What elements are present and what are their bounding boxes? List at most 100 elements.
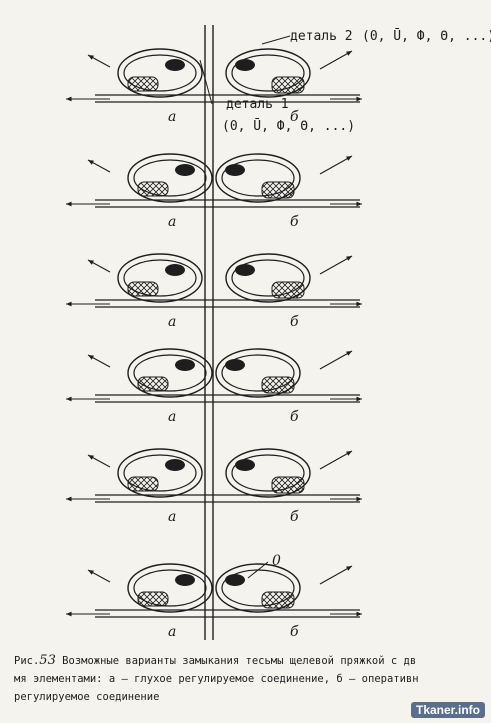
caption-line-2: мя элементами: а – глухое регулируемое с…: [14, 673, 419, 685]
pull-arrow-right: [319, 565, 353, 585]
left-arrow-head: [66, 201, 72, 207]
buckle-element-right: [225, 164, 245, 176]
caption-line-3: регулируемое соединение: [14, 691, 160, 703]
buckle-element-right: [235, 59, 255, 71]
part2-leader: [261, 35, 291, 45]
left-loop: [127, 348, 213, 398]
right-loop-inner: [221, 354, 295, 392]
buckle-element-left: [175, 164, 195, 176]
pull-arrow-right: [319, 450, 353, 470]
label-b: б: [290, 509, 299, 525]
vertical-strap: [204, 25, 214, 640]
hatched-element-right: [261, 376, 295, 394]
left-arrow-head: [66, 301, 72, 307]
pull-arrow-right: [319, 155, 353, 175]
left-loop-inner: [133, 569, 207, 607]
left-loop-inner: [123, 54, 197, 92]
label-a: а: [168, 624, 176, 640]
pull-arrow-right-head: [346, 51, 352, 56]
left-loop: [127, 563, 213, 613]
right-loop: [225, 48, 311, 98]
hatched-element-left: [127, 476, 159, 492]
right-loop-inner: [231, 454, 305, 492]
right-arrow-head: [356, 396, 362, 402]
figure-caption: Рис.53 Возможные варианты замыкания тесь…: [14, 652, 484, 706]
right-arrow-head: [356, 201, 362, 207]
hatched-element-right: [271, 281, 305, 299]
left-loop: [117, 253, 203, 303]
left-loop: [117, 448, 203, 498]
hatched-element-left: [137, 181, 169, 197]
part1-leader: [199, 59, 213, 105]
pull-arrow-left-head: [88, 260, 94, 265]
caption-line-1-text: Возможные варианты замыкания тесьмы щеле…: [62, 655, 417, 667]
pull-arrow-right-head: [346, 156, 352, 161]
pull-arrow-left-head: [88, 570, 94, 575]
right-arrow-head: [356, 96, 362, 102]
left-loop-inner: [133, 354, 207, 392]
label-b: б: [290, 624, 299, 640]
buckle-element-left: [165, 264, 185, 276]
right-loop: [215, 563, 301, 613]
buckle-element-left: [165, 459, 185, 471]
label-a: а: [168, 214, 176, 230]
pull-arrow-right-head: [346, 566, 352, 571]
pull-arrow-right: [319, 255, 353, 275]
pull-arrow-right-head: [346, 451, 352, 456]
label-b: б: [290, 409, 299, 425]
right-loop: [225, 253, 311, 303]
part2-label: деталь 2: [290, 29, 353, 44]
caption-line-1: Рис.53 Возможные варианты замыкания тесь…: [14, 652, 484, 670]
right-arrow-head: [356, 611, 362, 617]
hatched-element-right: [261, 181, 295, 199]
left-arrow-head: [66, 396, 72, 402]
right-loop-inner: [231, 259, 305, 297]
label-a: а: [168, 314, 176, 330]
buckle-element-left: [175, 359, 195, 371]
left-loop: [127, 153, 213, 203]
buckle-element-left: [175, 574, 195, 586]
left-arrow-head: [66, 611, 72, 617]
pull-arrow-left-head: [88, 55, 94, 60]
left-arrow-head: [66, 96, 72, 102]
hatched-element-right: [261, 591, 295, 609]
buckle-element-right: [225, 359, 245, 371]
right-loop: [225, 448, 311, 498]
hatched-element-right: [271, 476, 305, 494]
label-b: б: [290, 314, 299, 330]
left-arrow-head: [66, 496, 72, 502]
buckle-element-right: [235, 264, 255, 276]
pull-arrow-right-head: [346, 256, 352, 261]
left-loop-inner: [133, 159, 207, 197]
pull-arrow-right: [319, 50, 353, 70]
hatched-element-right: [271, 76, 305, 94]
hatched-element-left: [127, 76, 159, 92]
pull-arrow-right: [319, 350, 353, 370]
buckle-element-right: [235, 459, 255, 471]
right-arrow-head: [356, 496, 362, 502]
part1-variants: (0, Ū, Ф, Θ, ...): [222, 119, 355, 134]
pull-arrow-right-head: [346, 351, 352, 356]
caption-prefix: Рис.: [14, 655, 40, 667]
label-a: а: [168, 409, 176, 425]
buckle-element-left: [165, 59, 185, 71]
left-loop-inner: [123, 259, 197, 297]
buckle-element-right: [225, 574, 245, 586]
label-b: б: [290, 214, 299, 230]
right-loop-inner: [231, 54, 305, 92]
zero-leader: [247, 561, 269, 579]
pull-arrow-left-head: [88, 355, 94, 360]
label-a: а: [168, 109, 176, 125]
label-b: б: [290, 109, 299, 125]
left-loop: [117, 48, 203, 98]
right-loop: [215, 348, 301, 398]
part2-variants: (0, Ū, Ф, Θ, ...): [362, 29, 491, 44]
hatched-element-left: [137, 591, 169, 607]
right-loop: [215, 153, 301, 203]
hatched-element-left: [137, 376, 169, 392]
